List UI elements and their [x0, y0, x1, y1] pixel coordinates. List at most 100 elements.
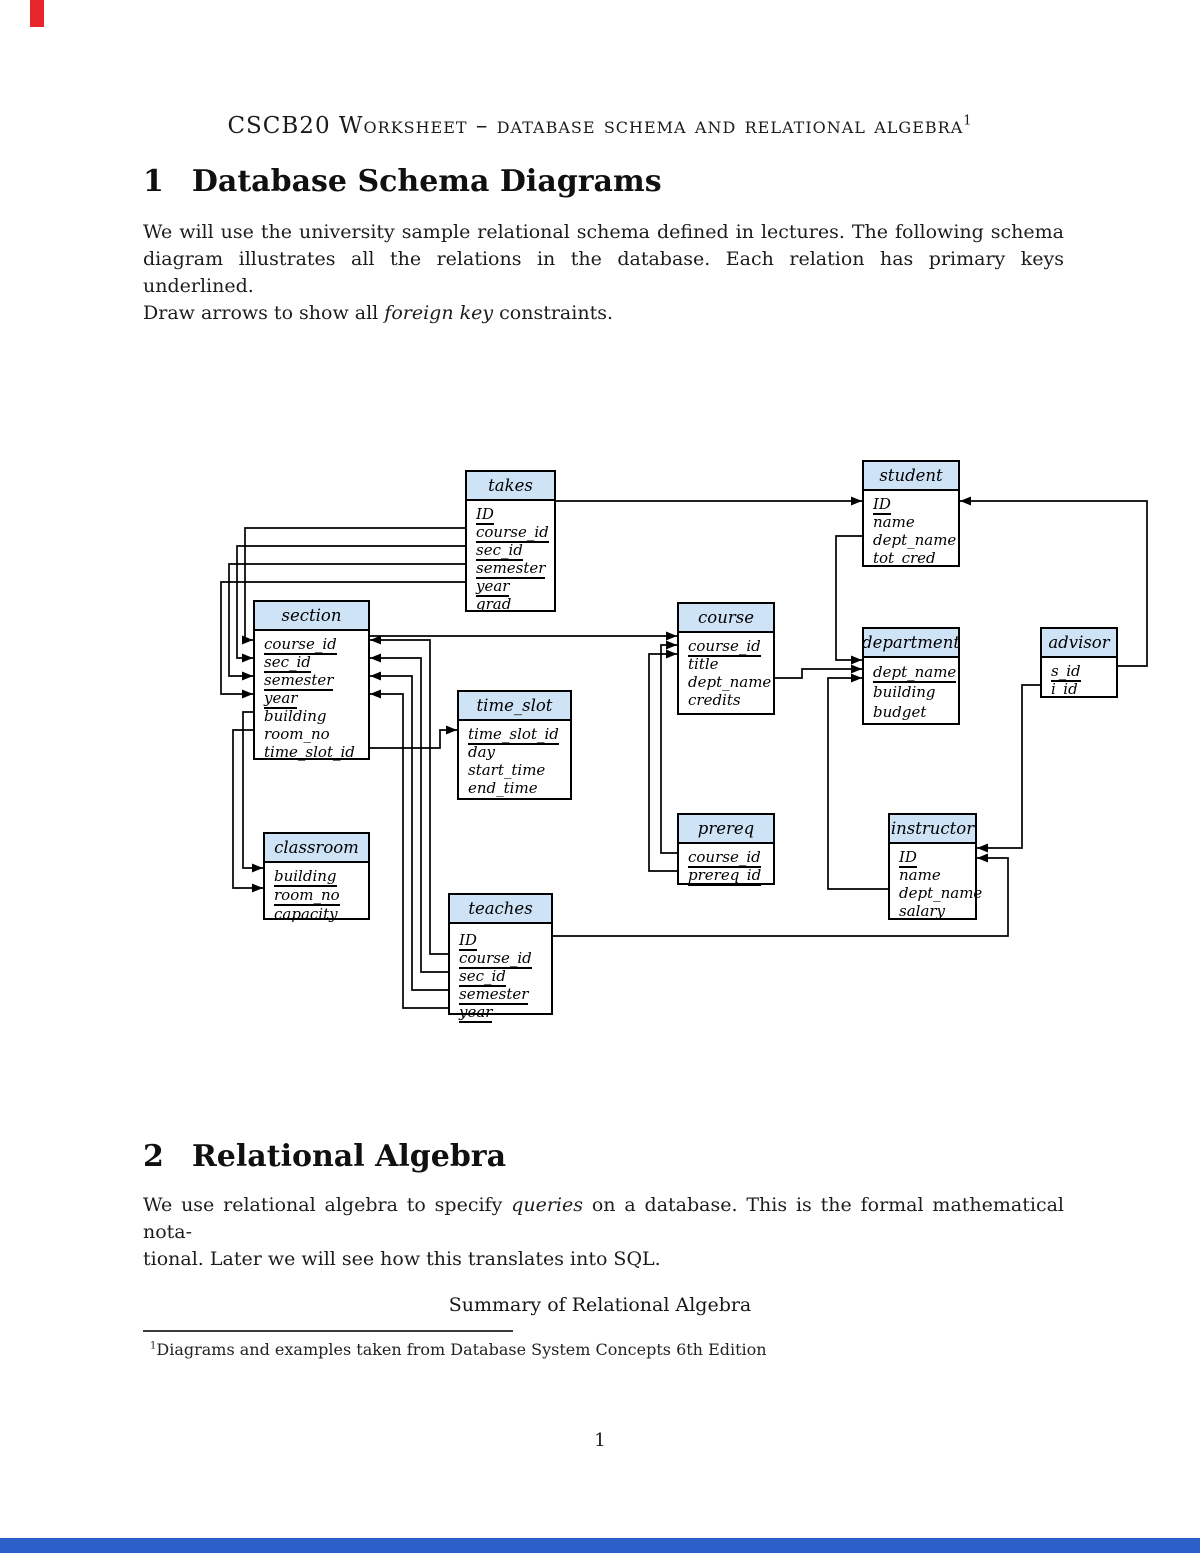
text-run: constraints. — [493, 302, 614, 324]
table-header: classroom — [265, 834, 368, 863]
footnote: 1Diagrams and examples taken from Databa… — [150, 1340, 767, 1359]
attribute-row: course_id — [688, 637, 773, 657]
attribute-row: ID — [873, 495, 958, 515]
foreign-key-arrow — [775, 664, 862, 679]
attribute-row: tot_cred — [873, 549, 958, 567]
primary-key-attribute: ID — [476, 505, 494, 525]
attribute-row: day — [468, 743, 570, 761]
attribute-row: ID — [899, 848, 975, 868]
table-name: teaches — [468, 899, 533, 918]
table-header: teaches — [450, 895, 551, 924]
table-name: takes — [488, 476, 533, 495]
table-header: advisor — [1042, 629, 1116, 658]
table-header: section — [255, 602, 368, 631]
foreign-key-arrow — [370, 635, 448, 955]
section-title: Relational Algebra — [191, 1139, 507, 1174]
text-run: We use relational algebra to specify — [143, 1194, 512, 1216]
section-1-heading: 1 Database Schema Diagrams — [143, 164, 662, 199]
text-run: We will use the university sample relati… — [143, 221, 1064, 243]
table-name: student — [879, 466, 943, 485]
attribute-row: dept_name — [873, 531, 958, 549]
attribute-row: semester — [476, 559, 554, 579]
table-name: section — [281, 606, 342, 625]
primary-key-attribute: ID — [459, 931, 477, 951]
attribute-row: i_id — [1051, 680, 1116, 698]
table-name: prereq — [697, 819, 755, 838]
attribute: day — [468, 743, 496, 761]
foreign-key-arrow — [370, 671, 448, 991]
table-name: course — [698, 608, 754, 627]
table-header: department — [862, 629, 960, 658]
attribute-row: sec_id — [264, 653, 368, 673]
text-line: tional. Later we will see how this trans… — [143, 1246, 1064, 1273]
primary-key-attribute: sec_id — [476, 541, 523, 561]
foreign-key-arrow — [835, 535, 862, 665]
attribute: name — [873, 513, 915, 531]
section-number: 1 — [143, 164, 164, 199]
page-number: 1 — [594, 1430, 606, 1451]
attribute-row: sec_id — [459, 967, 551, 987]
table-name: advisor — [1048, 633, 1110, 652]
table-header: course — [679, 604, 773, 633]
attribute: dept_name — [688, 673, 772, 691]
attribute-row: sec_id — [476, 541, 554, 561]
attribute-row: time_slot_id — [468, 725, 570, 745]
foreign-key-arrow — [220, 581, 465, 699]
attribute-row: s_id — [1051, 662, 1116, 682]
attribute: capacity — [274, 905, 338, 923]
attribute: i_id — [1051, 680, 1078, 698]
attribute-row: semester — [459, 985, 551, 1005]
primary-key-attribute: s_id — [1051, 662, 1081, 682]
intro-paragraph: We will use the university sample relati… — [143, 219, 1064, 327]
primary-key-attribute: year — [264, 689, 298, 709]
red-bookmark-badge — [30, 0, 44, 27]
attribute: room_no — [264, 725, 330, 743]
attribute-row: building — [274, 867, 368, 887]
bottom-bar — [0, 1538, 1200, 1553]
attribute-row: grad — [476, 595, 554, 613]
text-line: Draw arrows to show all foreign key cons… — [143, 300, 1064, 327]
foreign-key-arrow — [370, 725, 457, 749]
primary-key-attribute: year — [476, 577, 510, 597]
attribute-row: ID — [476, 505, 554, 525]
table-header: time_slot — [459, 692, 570, 721]
attribute-row: credits — [688, 691, 773, 709]
attribute-row: dept_name — [873, 662, 958, 683]
attribute: salary — [899, 902, 946, 920]
attribute: title — [688, 655, 719, 673]
attribute-row: year — [459, 1003, 551, 1023]
attribute-row: course_id — [476, 523, 554, 543]
primary-key-attribute: semester — [264, 671, 334, 691]
primary-key-attribute: ID — [873, 495, 891, 515]
attribute-row: course_id — [688, 848, 773, 868]
attribute-row: building — [873, 682, 958, 702]
section-title: Database Schema Diagrams — [191, 164, 662, 199]
italic-text: foreign key — [384, 302, 494, 324]
primary-key-attribute: room_no — [274, 886, 340, 906]
foreign-key-arrow — [960, 496, 1148, 667]
document-title-text: CSCB20 Worksheet – database schema and r… — [227, 113, 964, 139]
table-header: student — [864, 462, 958, 491]
foreign-key-arrow — [660, 640, 677, 854]
foreign-key-arrow — [827, 673, 888, 890]
primary-key-attribute: course_id — [459, 949, 532, 969]
attribute: building — [873, 683, 936, 701]
table-name: classroom — [274, 838, 359, 857]
footnote-marker: 1 — [150, 1340, 157, 1352]
attribute-row: time_slot_id — [264, 743, 368, 761]
title-footnote-marker: 1 — [963, 113, 973, 129]
attribute-row: end_time — [468, 779, 570, 797]
attribute-row: capacity — [274, 905, 368, 924]
primary-key-attribute: time_slot_id — [468, 725, 559, 745]
